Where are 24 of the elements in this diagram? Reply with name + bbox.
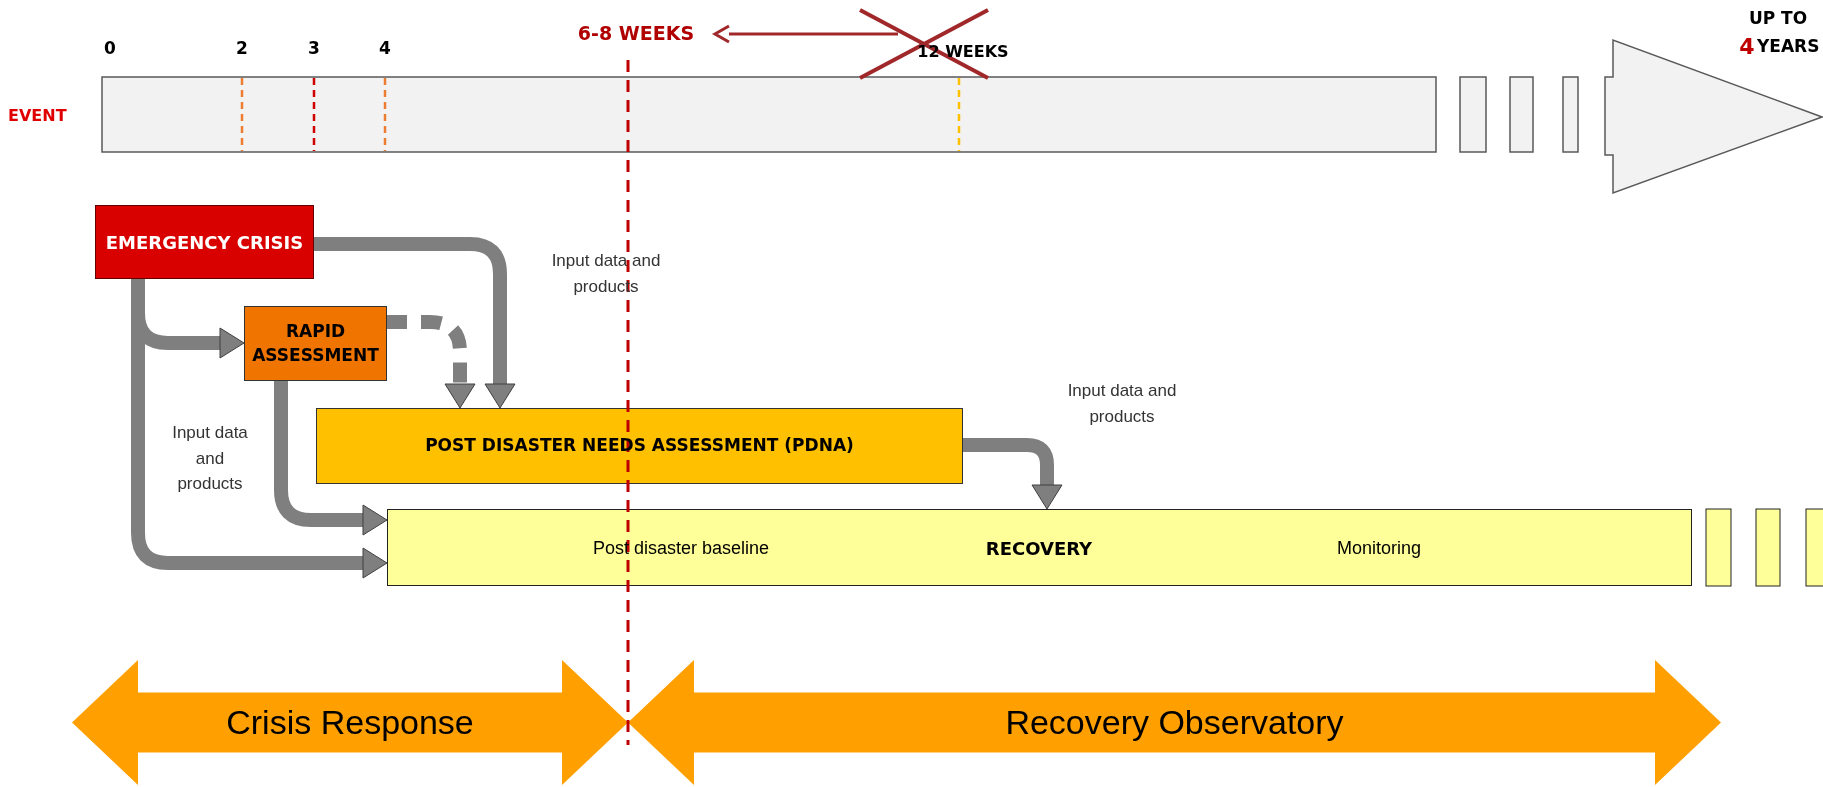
phase-title: RECOVERY	[985, 536, 1093, 560]
timeline-label: 6-8 WEEKS	[556, 16, 716, 50]
timeline-label: 12 WEEKS	[898, 26, 1028, 64]
process-box: RAPID ASSESSMENT	[244, 306, 387, 381]
phase-text: Monitoring	[1337, 536, 1421, 560]
tick-label: 2	[235, 37, 249, 60]
tick-label: 4	[378, 37, 392, 60]
duration-label: YEARS	[1757, 35, 1819, 58]
annotation-text: Input data and products	[171, 422, 249, 495]
tick-label: 0	[103, 37, 117, 60]
block-arrow	[274, 381, 388, 536]
process-box: EMERGENCY CRISIS	[95, 205, 314, 279]
event-label: EVENT	[8, 105, 68, 127]
duration-label: UP TO	[1747, 7, 1809, 30]
block-arrow	[314, 237, 516, 409]
annotation-text: Input data and products	[1066, 380, 1178, 428]
phase-label: Recovery Observatory	[1005, 702, 1344, 743]
block-arrow	[963, 438, 1063, 510]
duration-number: 4	[1738, 33, 1756, 61]
phase-bar	[387, 509, 1692, 586]
tick-label: 3	[307, 37, 321, 60]
phase-label: Crisis Response	[226, 702, 474, 743]
arrow	[713, 24, 898, 44]
block-arrow	[387, 315, 476, 409]
